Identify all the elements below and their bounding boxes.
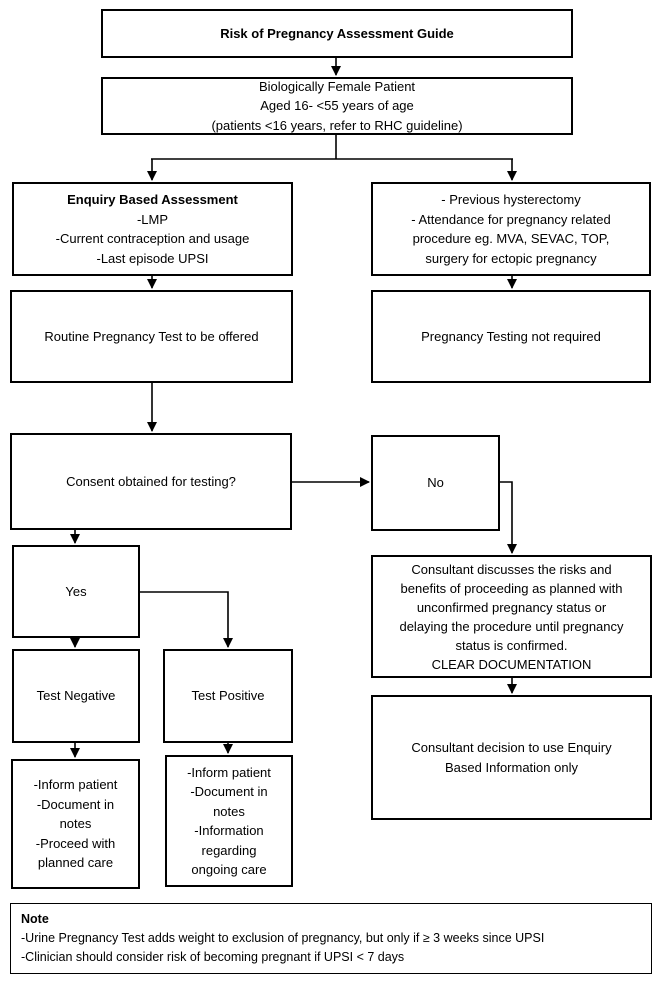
- negative-outcome-text: -Inform patient -Document in notes -Proc…: [33, 777, 118, 871]
- patient-criteria-box: Biologically Female Patient Aged 16- <55…: [101, 77, 573, 135]
- line-no-to-consultant-discuss: [499, 481, 517, 554]
- testing-not-required-text: Pregnancy Testing not required: [421, 328, 601, 344]
- yes-text: Yes: [65, 583, 87, 599]
- no-text: No: [427, 475, 444, 491]
- no-box: No: [371, 435, 500, 531]
- note-body: -Urine Pregnancy Test adds weight to exc…: [21, 931, 545, 964]
- consultant-decision-box: Consultant decision to use Enquiry Based…: [371, 695, 652, 820]
- consultant-discuss-text: Consultant discusses the risks and benef…: [399, 561, 624, 672]
- enquiry-assessment-box: Enquiry Based Assessment -LMP -Current c…: [12, 182, 293, 276]
- negative-outcome-box: -Inform patient -Document in notes -Proc…: [11, 759, 140, 889]
- note-title: Note: [21, 912, 49, 926]
- exclusion-criteria-text: - Previous hysterectomy - Attendance for…: [411, 192, 611, 266]
- exclusion-criteria-box: - Previous hysterectomy - Attendance for…: [371, 182, 651, 276]
- title-text: Risk of Pregnancy Assessment Guide: [220, 25, 454, 41]
- line-yes-to-test-positive: [139, 591, 233, 648]
- consultant-decision-text: Consultant decision to use Enquiry Based…: [411, 740, 612, 775]
- test-positive-box: Test Positive: [163, 649, 293, 743]
- enquiry-assessment-title: Enquiry Based Assessment: [67, 192, 238, 207]
- yes-box: Yes: [12, 545, 140, 638]
- consultant-discuss-box: Consultant discusses the risks and benef…: [371, 555, 652, 678]
- test-negative-text: Test Negative: [36, 688, 116, 704]
- routine-test-text: Routine Pregnancy Test to be offered: [44, 328, 259, 344]
- consent-question-text: Consent obtained for testing?: [66, 473, 236, 489]
- routine-test-box: Routine Pregnancy Test to be offered: [10, 290, 293, 383]
- patient-criteria-text: Biologically Female Patient Aged 16- <55…: [211, 78, 463, 133]
- test-negative-box: Test Negative: [12, 649, 140, 743]
- positive-outcome-box: -Inform patient -Document in notes -Info…: [165, 755, 293, 887]
- enquiry-assessment-items: -LMP -Current contraception and usage -L…: [55, 211, 250, 266]
- title-box: Risk of Pregnancy Assessment Guide: [101, 9, 573, 58]
- positive-outcome-text: -Inform patient -Document in notes -Info…: [187, 764, 271, 878]
- note-box: Note -Urine Pregnancy Test adds weight t…: [10, 903, 652, 974]
- test-positive-text: Test Positive: [191, 688, 265, 704]
- testing-not-required-box: Pregnancy Testing not required: [371, 290, 651, 383]
- consent-question-box: Consent obtained for testing?: [10, 433, 292, 530]
